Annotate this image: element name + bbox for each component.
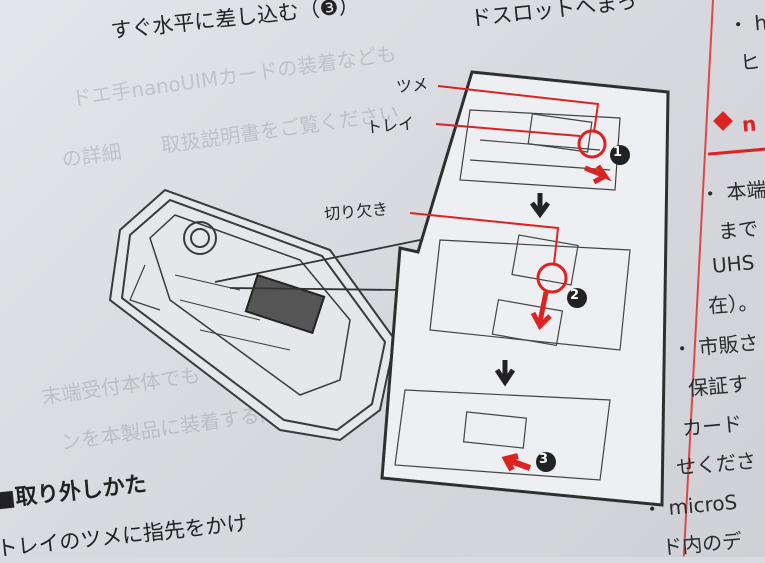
callout-tsume: ツメ — [395, 74, 429, 97]
slide-arrow-icon — [501, 453, 532, 472]
step-1-number: 1 — [613, 145, 623, 160]
tsume-highlight-circle — [577, 129, 607, 159]
right-column-text: ヒ — [739, 49, 762, 75]
right-column-text: 在）。 — [707, 289, 760, 319]
notch-highlight-circle — [536, 262, 568, 294]
push-arrow-icon — [584, 164, 612, 185]
down-arrow-icon — [529, 193, 551, 219]
right-column-text: n — [740, 111, 758, 137]
tray-leader — [435, 123, 581, 137]
insert-arrow-icon — [530, 291, 552, 331]
step2-drawing — [429, 234, 631, 351]
down-arrow-icon — [494, 360, 516, 387]
step-badge — [536, 452, 556, 472]
callout-tray: トレイ — [365, 113, 415, 138]
detail-panel — [380, 70, 670, 507]
step3-drawing — [394, 389, 611, 481]
phone-illustration — [108, 188, 397, 442]
step-2-number: 2 — [570, 288, 580, 303]
detail-leader-line — [214, 239, 421, 291]
right-column-text: UHS — [711, 250, 756, 278]
right-column-text: 保証す — [687, 371, 750, 401]
notch-leader — [409, 212, 560, 265]
right-column-text: カード — [681, 411, 744, 441]
right-column-text: まで — [717, 216, 760, 244]
step-badge — [567, 288, 587, 308]
tsume-leader — [437, 85, 600, 133]
right-column-text: ・ 本端 — [699, 177, 765, 207]
step-3-number: 3 — [539, 452, 549, 467]
step-badge — [610, 145, 630, 165]
right-column-text: ・ h — [727, 10, 765, 38]
